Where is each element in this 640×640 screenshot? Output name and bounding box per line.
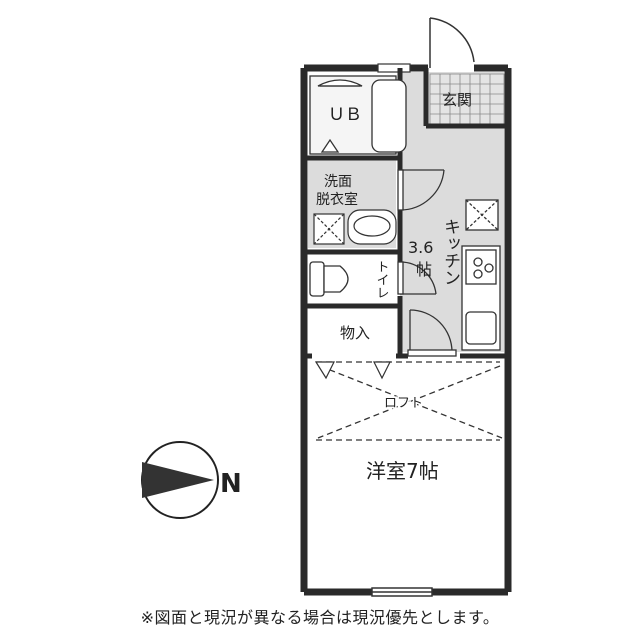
- interior-walls: [304, 68, 508, 359]
- unit-bath-fixtures: [309, 75, 407, 155]
- top-window: [377, 63, 411, 73]
- washroom-label-line1: 洗面: [324, 174, 352, 190]
- footer-note: ※図面と現況が異なる場合は現況優先とします。: [140, 608, 500, 627]
- storage-label: 物入: [340, 324, 370, 342]
- compass: N: [141, 441, 242, 519]
- loft-ladder-marks: [314, 361, 391, 380]
- washroom-label-line2: 脱衣室: [316, 191, 358, 208]
- kitchen-label: キッチン: [440, 218, 460, 286]
- kitchen-size-line2: 帖: [416, 260, 432, 279]
- floor-plan: 玄関 ＵＢ 洗面 脱衣室 キッチン 3.6 帖 トイレ 物入 ロフト 洋室7帖 …: [141, 17, 512, 597]
- loft-outline: [316, 361, 503, 441]
- compass-needle-icon: [142, 462, 214, 498]
- loft-label: ロフト: [384, 396, 423, 411]
- kitchen-fixtures: [461, 199, 501, 351]
- toilet-label: トイレ: [374, 260, 389, 299]
- toilet-fixtures: [309, 261, 349, 297]
- storage-door: [407, 309, 457, 357]
- genkan-tiles: [429, 73, 505, 125]
- compass-north-label: N: [220, 469, 242, 499]
- entrance-door: [429, 17, 475, 68]
- kitchen-size-line1: 3.6: [408, 238, 433, 257]
- unit-bath-label: ＵＢ: [328, 105, 362, 125]
- washroom-fixtures: [313, 209, 397, 245]
- bottom-window: [371, 587, 433, 597]
- toilet-door: [397, 261, 437, 295]
- western-room-label: 洋室7帖: [366, 459, 439, 483]
- washroom-door: [397, 169, 445, 211]
- genkan-label: 玄関: [442, 91, 472, 109]
